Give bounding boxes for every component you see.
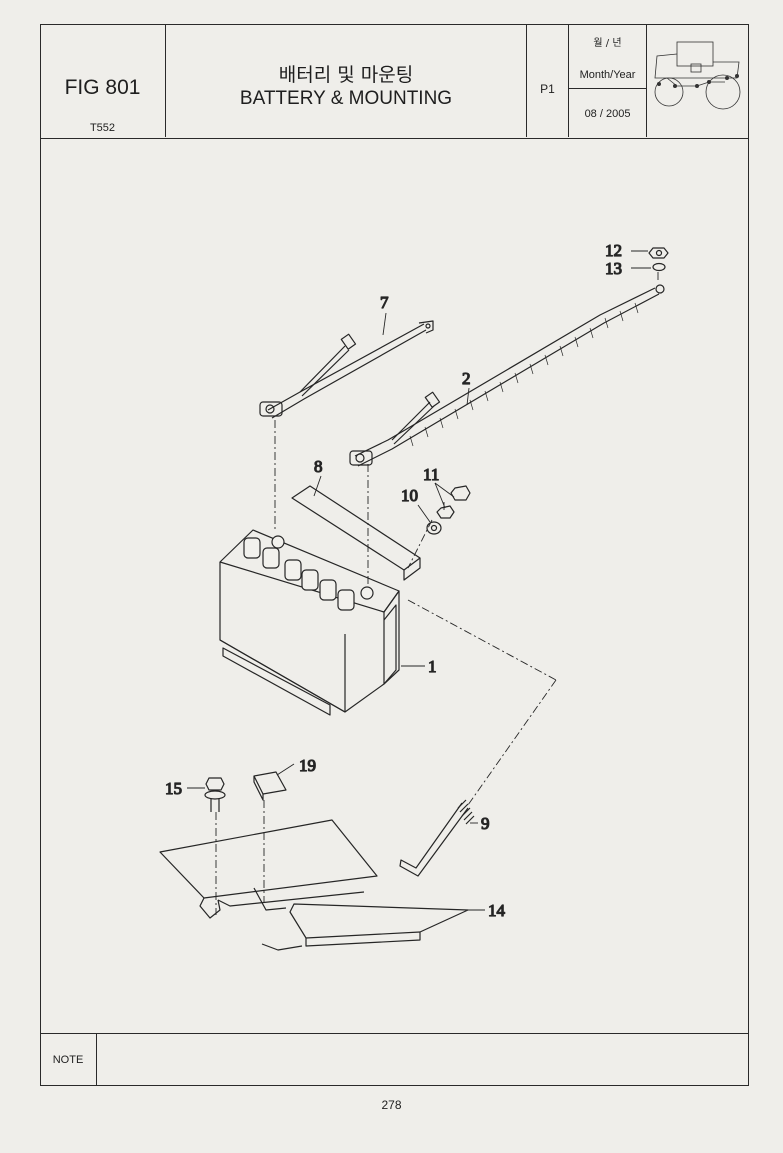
header-divider [165, 24, 166, 137]
callout-9: 9 [481, 814, 490, 833]
parts-diagram: 12 13 7 2 8 11 10 1 19 15 9 14 [159, 240, 669, 951]
leader-lines [187, 250, 651, 911]
callout-13: 13 [605, 259, 622, 278]
header-block: FIG 801 T552 배터리 및 마운팅 BATTERY & MOUNTIN… [40, 24, 749, 139]
bolt-15 [204, 777, 226, 812]
note-row: NOTE [40, 1033, 749, 1086]
callout-10: 10 [401, 486, 418, 505]
battery [219, 529, 400, 716]
cable-7 [259, 320, 434, 419]
model-code: T552 [89, 122, 116, 134]
callout-labels: 12 13 7 2 8 11 10 1 19 15 9 14 [164, 240, 622, 920]
page-code: P1 [540, 82, 555, 96]
note-divider [96, 1034, 97, 1086]
callout-14: 14 [488, 901, 506, 920]
page-frame [40, 24, 749, 1086]
title-korean: 배터리 및 마운팅 [278, 64, 414, 86]
month-year-label: Month/Year [579, 69, 636, 81]
callout-11: 11 [423, 465, 439, 484]
nut-12 [648, 247, 669, 259]
callout-15: 15 [165, 779, 182, 798]
cable-2 [349, 284, 665, 467]
nut-11 [436, 485, 471, 519]
title-english: BATTERY & MOUNTING [239, 88, 453, 109]
figure-number: FIG 801 [64, 76, 141, 99]
spacer-19 [253, 771, 287, 801]
bolt-9 [399, 799, 475, 877]
callout-19: 19 [299, 756, 316, 775]
callout-8: 8 [314, 457, 323, 476]
note-label: NOTE [52, 1054, 84, 1066]
washer-13 [652, 262, 666, 272]
guide-lines [215, 272, 659, 915]
washer-10 [426, 521, 442, 535]
callout-7: 7 [380, 293, 389, 312]
month-year-label-korean: 월 / 년 [593, 38, 622, 49]
callout-2: 2 [462, 369, 471, 388]
header-divider [646, 24, 647, 137]
date-value: 08 / 2005 [584, 108, 631, 120]
page-number: 278 [381, 1098, 402, 1112]
callout-12: 12 [605, 241, 622, 260]
tractor-thumbnail [654, 41, 741, 110]
callout-1: 1 [428, 657, 437, 676]
clamp-8 [291, 485, 421, 581]
tray-14 [159, 819, 469, 951]
header-divider [526, 24, 527, 137]
date-divider [569, 88, 646, 89]
header-divider [568, 24, 569, 137]
